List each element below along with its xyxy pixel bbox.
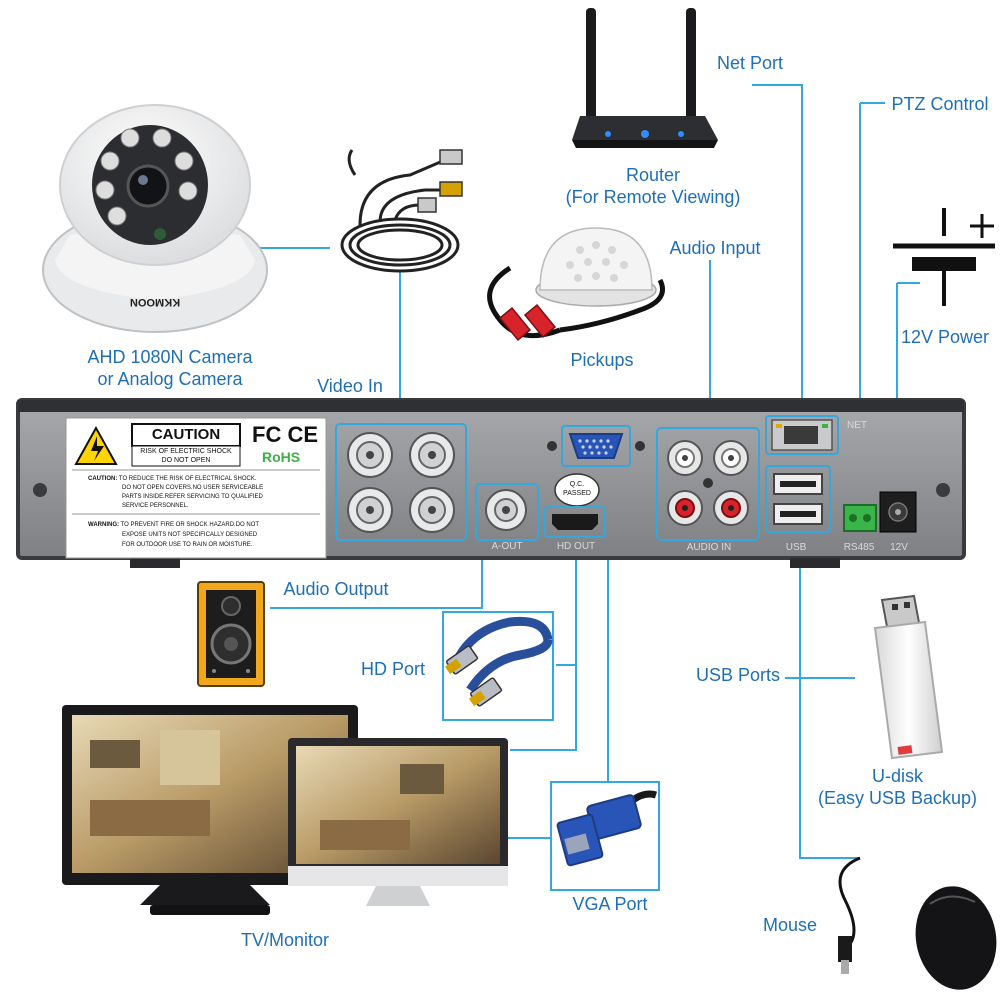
rca-red-1[interactable] — [667, 490, 703, 526]
warning-label: WARNING: — [88, 522, 119, 528]
vga-port-label: VGA Port — [572, 894, 648, 914]
bnc-connector-4[interactable] — [409, 487, 455, 533]
mouse-label: Mouse — [762, 915, 818, 935]
qc-line2: PASSED — [563, 490, 591, 497]
fcc-ce-mark: FC CE — [252, 422, 318, 447]
qc-passed-text: Q.C. PASSED — [555, 480, 599, 498]
camera-label-line1: AHD 1080N Camera — [87, 347, 253, 367]
caution-sticker — [65, 417, 327, 559]
router-label: Router (For Remote Viewing) — [548, 164, 758, 208]
dc-power-jack[interactable] — [879, 491, 917, 533]
udisk-label-line2: (Easy USB Backup) — [817, 788, 978, 808]
audio-input-label: Audio Input — [669, 238, 761, 258]
caution-note-4: SERVICE PERSONNEL. — [122, 503, 189, 509]
hdmi-cable-image — [442, 611, 554, 721]
bnc-connector-2[interactable] — [409, 432, 455, 478]
audio-in-rca-group[interactable] — [656, 427, 760, 541]
rs485-terminal[interactable] — [843, 504, 877, 532]
mouse-image — [838, 856, 997, 990]
vga-connector[interactable] — [547, 425, 645, 467]
video-cable-image — [340, 149, 463, 273]
usb-panel-label: USB — [785, 542, 807, 553]
net-port-label: Net Port — [716, 53, 784, 73]
qc-line1: Q.C. — [569, 481, 585, 488]
video-in-label: Video In — [317, 376, 383, 396]
hd-out-connector[interactable] — [544, 506, 606, 538]
router-label-line1: Router — [625, 165, 681, 185]
caution-note-2: DO NOT OPEN COVERS.NO USER SERVICEABLE — [122, 485, 264, 491]
camera-label: AHD 1080N Camera or Analog Camera — [60, 346, 280, 390]
rca-white-1[interactable] — [667, 440, 703, 476]
rs485-panel-label: RS485 — [843, 542, 875, 553]
caution-title: CAUTION — [151, 426, 221, 443]
speaker-image — [197, 581, 265, 687]
rca-white-2[interactable] — [713, 440, 749, 476]
line-net-port — [752, 84, 803, 420]
caution-note-3: PARTS INSIDE.REFER SERVICING TO QUALIFIE… — [122, 494, 263, 500]
tv-monitor-image — [62, 705, 508, 915]
usb-ports-connector[interactable] — [765, 465, 831, 533]
usb-flash-drive-image — [873, 594, 944, 760]
connector-lines — [240, 84, 920, 859]
warning-2: EXPOSE UNITS NOT SPECIFICALLY DESIGNED — [122, 532, 258, 538]
shock-warning-line1: RISK OF ELECTRIC SHOCK — [140, 448, 232, 455]
line-audio-out — [270, 540, 483, 609]
dc-power-symbol — [893, 208, 995, 306]
router-label-line2: (For Remote Viewing) — [565, 187, 741, 207]
udisk-label: U-disk (Easy USB Backup) — [800, 765, 995, 809]
line-hd-monitor — [510, 660, 577, 751]
ptz-control-label: PTZ Control — [891, 94, 989, 114]
caution-notes: CAUTION: TO REDUCE THE RISK OF ELECTRICA… — [88, 475, 324, 511]
bnc-connector-1[interactable] — [347, 432, 393, 478]
caution-note-label: CAUTION: — [88, 476, 118, 482]
shock-warning-line2: DO NOT OPEN — [161, 457, 211, 464]
rca-red-2[interactable] — [713, 490, 749, 526]
audio-in-panel-label: AUDIO IN — [686, 542, 732, 553]
udisk-label-line1: U-disk — [871, 766, 923, 786]
a-out-label: A-OUT — [491, 541, 523, 552]
pickups-label: Pickups — [570, 350, 634, 370]
warning-3: FOR OUTDOOR USE TO RAIN OR MOISTURE. — [122, 542, 253, 548]
net-panel-label: NET — [847, 420, 867, 431]
vga-cable-image — [550, 781, 660, 891]
shock-warning: RISK OF ELECTRIC SHOCK DO NOT OPEN — [132, 447, 240, 465]
camera-label-line2: or Analog Camera — [97, 369, 243, 389]
line-usb — [799, 530, 860, 859]
audio-out-connector[interactable] — [475, 483, 539, 541]
hd-port-label: HD Port — [360, 659, 425, 679]
audio-output-label: Audio Output — [283, 579, 389, 599]
camera-brand-logo: KKMOON — [129, 296, 181, 308]
dvr-back-panel — [16, 398, 966, 568]
router-image — [572, 8, 718, 148]
net-port-connector[interactable] — [765, 415, 839, 455]
dome-camera-image — [42, 104, 268, 333]
pickup-microphone-image — [487, 227, 665, 342]
warning-notes: WARNING: TO PREVENT FIRE OR SHOCK HAZARD… — [88, 520, 324, 550]
hd-out-label: HD OUT — [556, 541, 596, 552]
tv-monitor-label: TV/Monitor — [240, 930, 330, 950]
caution-note-1: TO REDUCE THE RISK OF ELECTRICAL SHOCK. — [118, 476, 257, 482]
rohs-mark: RoHS — [262, 449, 301, 465]
power-12v-label: 12V Power — [900, 327, 990, 347]
bnc-connector-3[interactable] — [347, 487, 393, 533]
warning-1: TO PREVENT FIRE OR SHOCK HAZARD.DO NOT — [120, 522, 260, 528]
video-in-bnc-group[interactable] — [335, 423, 467, 541]
usb-ports-label: USB Ports — [695, 665, 781, 685]
dc12v-panel-label: 12V — [890, 542, 908, 553]
